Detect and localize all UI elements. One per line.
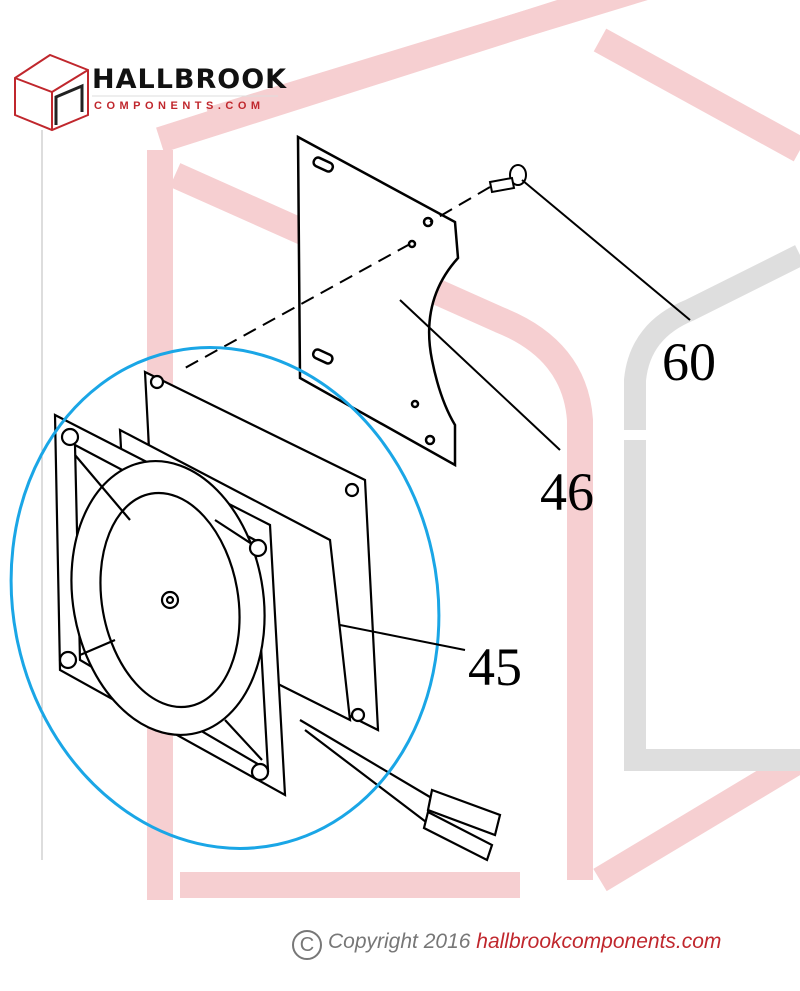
logo-name: HALLBROOK	[92, 64, 288, 95]
fan-part-45	[53, 370, 502, 862]
copyright-icon: C	[292, 930, 322, 960]
watermark-inner	[624, 245, 800, 771]
leader-lines	[339, 179, 691, 651]
screw-part-60	[488, 164, 527, 194]
assembly-dashed-lines	[184, 186, 491, 369]
copyright-text: Copyright 2016	[328, 930, 471, 953]
logo-subtitle: COMPONENTS.COM	[94, 100, 265, 112]
copyright-site-link[interactable]: hallbrookcomponents.com	[476, 930, 722, 953]
highlight-ellipse	[9, 346, 441, 850]
callout-60: 60	[662, 332, 716, 392]
bracket-part-46	[296, 134, 460, 468]
callout-46: 46	[540, 462, 594, 522]
logo-cube-icon	[14, 53, 89, 132]
callout-45: 45	[468, 637, 522, 697]
copyright-notice: C Copyright 2016 hallbrookcomponents.com	[292, 930, 721, 960]
